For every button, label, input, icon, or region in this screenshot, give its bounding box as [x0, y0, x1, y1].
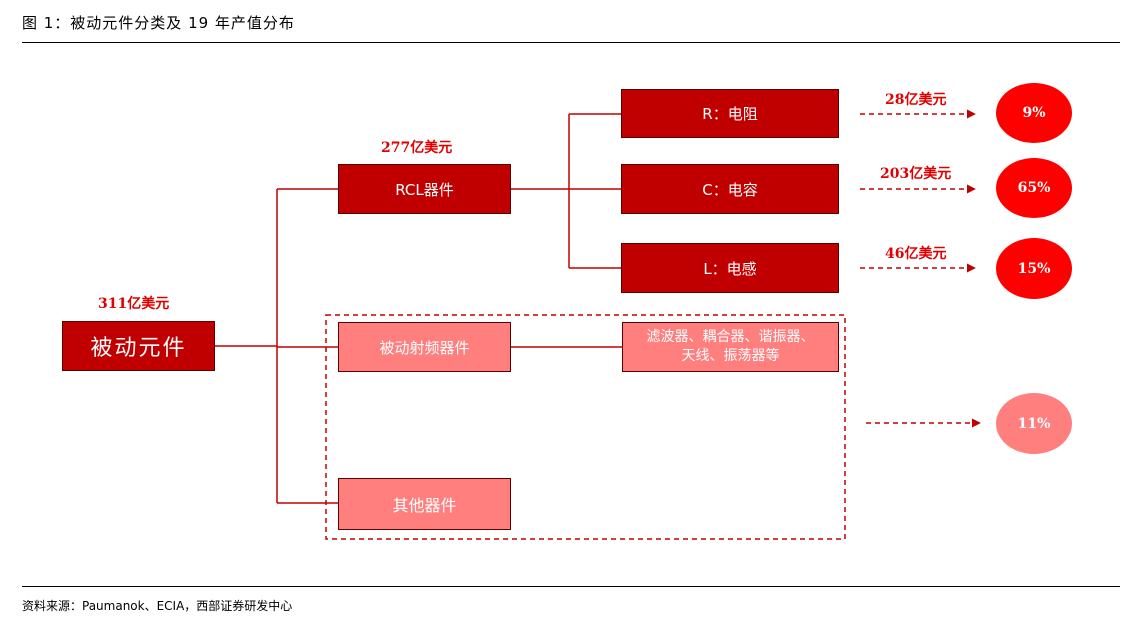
rcl-label: RCL器件	[395, 180, 454, 199]
capacitor-share-circle: 65%	[996, 158, 1072, 218]
root-amount: 311亿美元	[98, 296, 170, 312]
capacitor-share: 65%	[1017, 180, 1051, 196]
rf-detail-label: 滤波器、耦合器、谐振器、天线、振荡器等	[646, 329, 815, 364]
inductor-label: L：电感	[703, 259, 757, 278]
rcl-node: RCL器件	[338, 164, 511, 214]
other-group-dashed-border	[325, 314, 846, 540]
capacitor-label: C：电容	[702, 180, 758, 199]
resistor-share-circle: 9%	[996, 83, 1072, 143]
rf-detail-node: 滤波器、耦合器、谐振器、天线、振荡器等	[622, 322, 839, 372]
root-node: 被动元件	[62, 321, 215, 371]
figure-title: 图 1：被动元件分类及 19 年产值分布	[22, 14, 295, 32]
resistor-amount: 28亿美元	[885, 92, 947, 108]
inductor-share: 15%	[1017, 260, 1051, 277]
inductor-node: L：电感	[621, 243, 839, 293]
rf-node: 被动射频器件	[338, 322, 511, 372]
capacitor-node: C：电容	[621, 164, 839, 214]
bottom-divider	[22, 586, 1120, 587]
other-label: 其他器件	[392, 496, 457, 515]
source-note: 资料来源：Paumanok、ECIA，西部证券研发中心	[22, 599, 293, 613]
top-divider	[22, 42, 1120, 43]
capacitor-amount: 203亿美元	[880, 166, 952, 182]
root-label: 被动元件	[90, 336, 187, 361]
resistor-label: R：电阻	[702, 105, 758, 123]
others-share: 11%	[1017, 415, 1051, 432]
others-share-circle: 11%	[996, 393, 1072, 454]
resistor-share: 9%	[1022, 105, 1046, 121]
other-node: 其他器件	[338, 478, 511, 530]
inductor-share-circle: 15%	[996, 238, 1072, 299]
resistor-node: R：电阻	[621, 89, 839, 138]
rf-label: 被动射频器件	[379, 338, 470, 357]
rcl-amount: 277亿美元	[381, 140, 453, 156]
inductor-amount: 46亿美元	[885, 246, 947, 262]
